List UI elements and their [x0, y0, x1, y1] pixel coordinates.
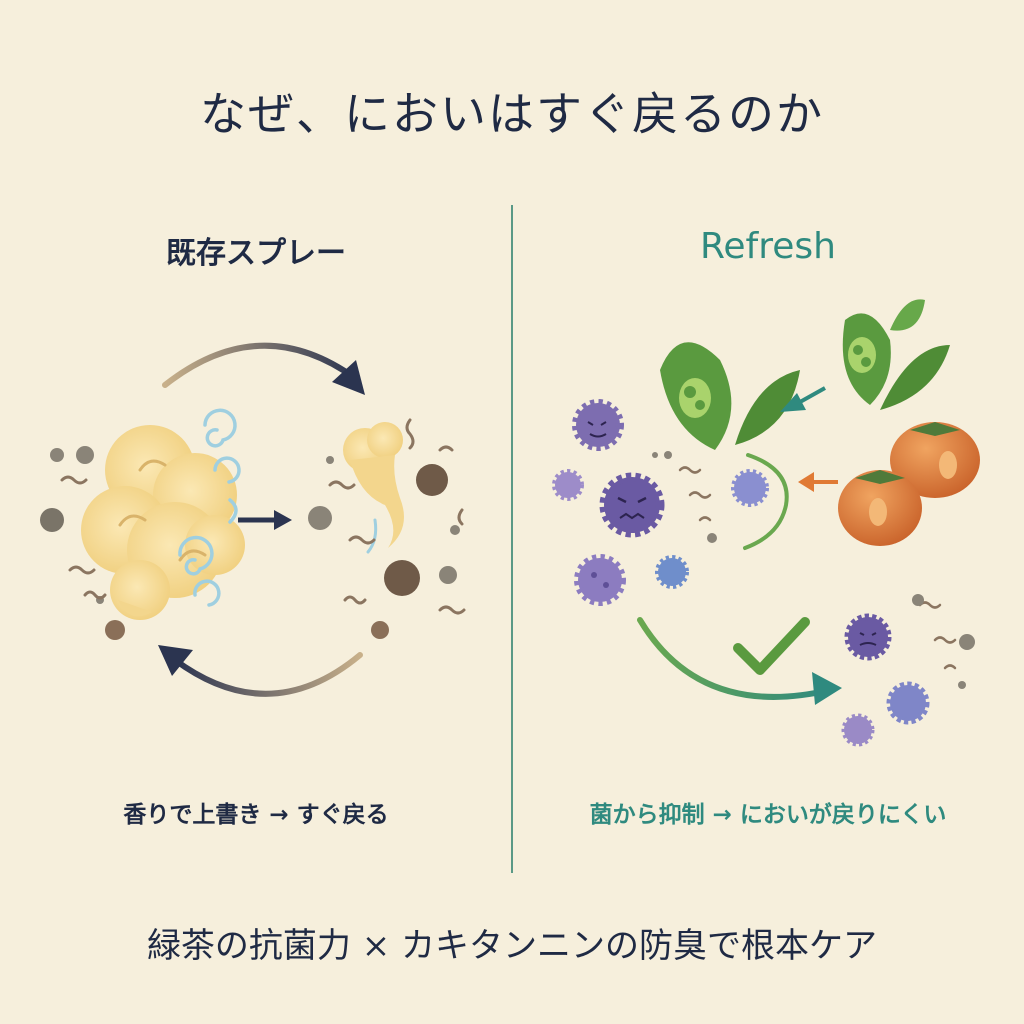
cycle-arrow-top-icon: [162, 342, 365, 395]
odor-particle-icon: [40, 446, 460, 640]
persimmon-effect-arrow-icon: [798, 472, 838, 492]
fragrance-cloud-icon: [81, 425, 245, 620]
overwrite-arrow-icon: [238, 510, 292, 530]
cycle-arrow-bottom-icon: [158, 645, 363, 697]
leaf-effect-arrow-icon: [780, 386, 826, 412]
page-title: なぜ、においはすぐ戻るのか: [200, 87, 824, 141]
swirl-icon: [178, 408, 241, 607]
left-caption: 香りで上書き → すぐ戻る: [123, 802, 389, 828]
shield-arc-icon: [743, 453, 789, 550]
left-heading: 既存スプレー: [166, 236, 346, 271]
weakened-germ-icon: [841, 613, 930, 747]
fragrance-wisp-icon: [343, 422, 404, 554]
right-heading: Refresh: [700, 226, 836, 267]
result-arrow-icon: [637, 617, 842, 705]
check-icon: [733, 617, 810, 675]
center-divider: [511, 205, 513, 873]
odor-particle-small-icon: [652, 451, 975, 689]
germ-icon: [552, 399, 769, 606]
footer-tagline: 緑茶の抗菌力 × カキタンニンの防臭で根本ケア: [146, 926, 878, 966]
odor-squiggle-icon: [60, 418, 466, 615]
right-caption: 菌から抑制 → においが戻りにくい: [589, 802, 947, 828]
persimmon-icon: [838, 422, 980, 546]
green-tea-leaf-icon: [660, 299, 950, 450]
